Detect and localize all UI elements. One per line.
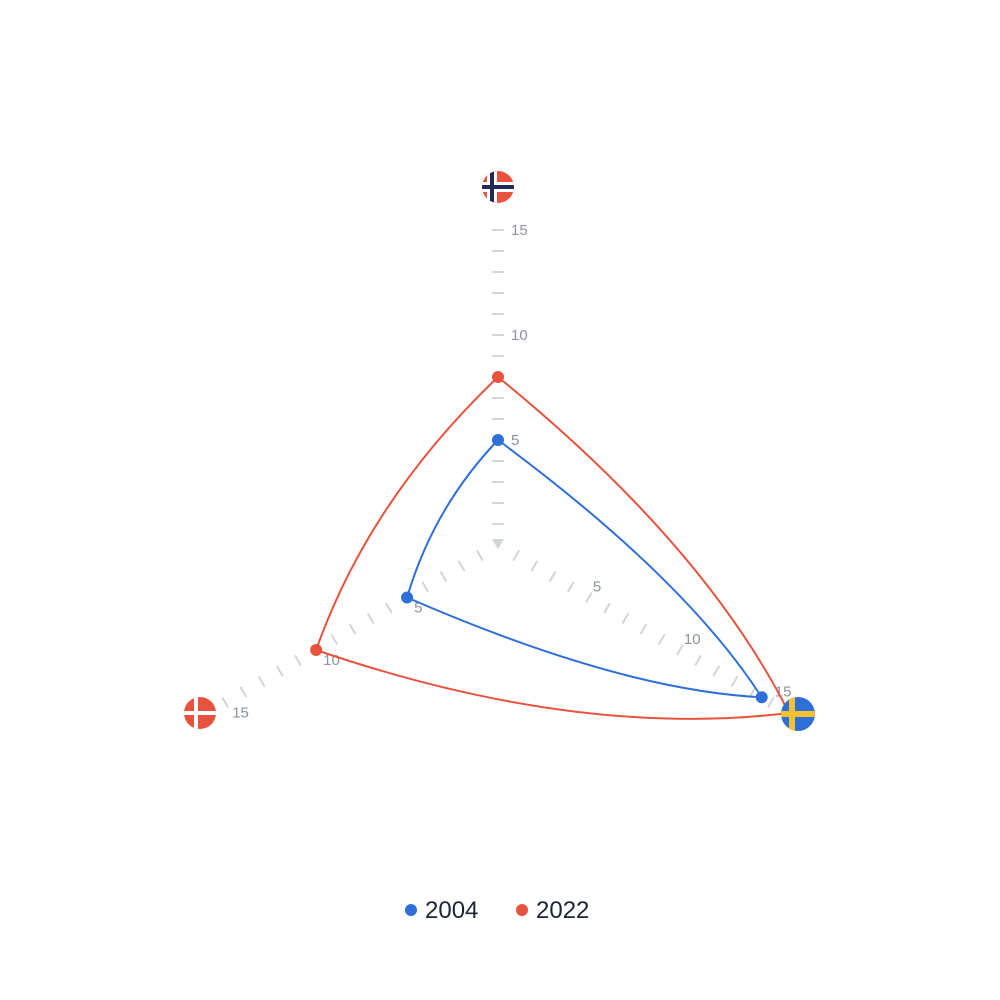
tick-sweden-2 [530,560,538,572]
tick-sweden-6 [603,602,611,614]
tick-sweden-10 [676,644,684,656]
chart-legend: 2004 2022 [405,897,589,924]
tick-sweden-1 [512,550,520,561]
legend-item-2004[interactable]: 2004 [405,897,478,924]
tick-sweden-4 [567,581,575,593]
tick-sweden-9 [658,634,666,645]
tick-denmark-13 [258,676,266,687]
tick-label-norway-5: 5 [511,432,519,449]
legend-label-2004: 2004 [425,897,478,924]
tick-sweden-14 [749,686,757,698]
tick-denmark-3 [439,571,447,582]
tick-label-sweden-5: 5 [593,579,601,596]
tick-denmark-4 [421,581,429,593]
tick-sweden-5 [585,592,593,603]
norway-flag-icon [482,171,514,203]
tick-denmark-8 [349,623,357,635]
tick-label-denmark-15: 15 [232,705,249,722]
tick-sweden-15 [767,697,775,708]
center-marker [492,539,504,549]
tick-sweden-8 [639,623,647,635]
legend-label-2022: 2022 [536,897,589,924]
tick-denmark-7 [367,613,375,624]
tick-denmark-11 [294,655,302,666]
tick-denmark-12 [276,665,284,677]
tick-sweden-3 [549,571,557,582]
tick-denmark-6 [385,602,393,614]
tick-denmark-1 [476,550,484,561]
denmark-flag-icon [184,697,216,729]
legend-marker-2022 [516,904,528,916]
tick-sweden-13 [730,676,738,687]
radar-series [310,371,795,720]
point-2004-norway[interactable] [492,434,504,446]
point-2022-denmark[interactable] [310,644,323,656]
tick-denmark-2 [458,560,466,572]
sweden-flag-icon [781,697,815,731]
tick-sweden-11 [694,655,702,666]
series-line-2022 [314,376,791,720]
axis-icons [184,171,815,731]
tick-denmark-14 [239,686,247,698]
tick-denmark-9 [330,634,338,645]
tick-denmark-15 [221,697,229,708]
tick-label-denmark-5: 5 [414,600,422,617]
tick-sweden-12 [712,665,720,677]
tick-label-sweden-15: 15 [775,684,792,701]
point-2004-sweden[interactable] [755,691,768,704]
legend-marker-2004 [405,904,417,916]
tick-label-norway-15: 15 [511,222,528,239]
tick-sweden-7 [621,613,629,624]
point-2022-norway[interactable] [492,371,504,383]
series-line-2004 [405,439,764,699]
legend-item-2022[interactable]: 2022 [516,897,589,924]
tick-label-sweden-10: 10 [684,631,701,648]
tick-label-norway-10: 10 [511,327,528,344]
point-2004-denmark[interactable] [401,591,414,604]
